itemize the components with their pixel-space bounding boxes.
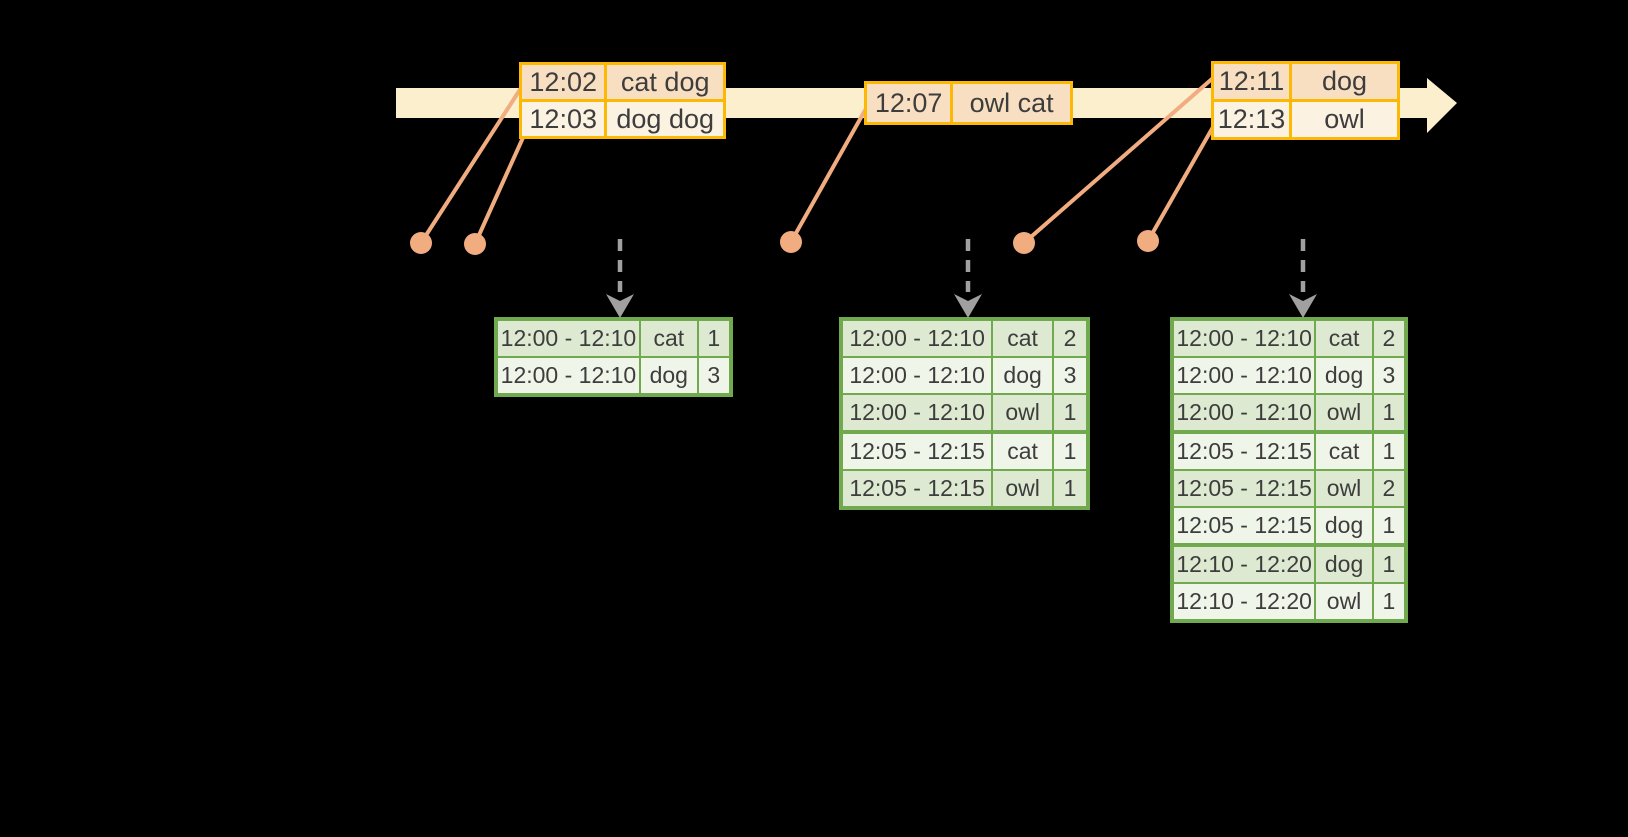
window-cell: 12:10 - 12:20: [1176, 588, 1312, 614]
event-words-cell: dog: [1289, 64, 1397, 99]
event-time-cell: 12:13: [1217, 104, 1286, 134]
trigger-arrowhead-icon: [606, 294, 634, 318]
event-dots: [410, 230, 1159, 255]
word-cell: dog: [1314, 358, 1372, 393]
trigger-arrowhead-icon: [954, 294, 982, 318]
event-time-cell: 12:07: [874, 88, 943, 118]
window-cell: 12:05 - 12:15: [1176, 475, 1312, 501]
word-cell: dog: [991, 358, 1052, 393]
trigger-arrowhead-icon: [1289, 294, 1317, 318]
word-cell: owl: [1314, 471, 1372, 506]
word-cell: owl: [1314, 395, 1372, 430]
event-words-cell: cat dog: [604, 65, 723, 99]
window-cell: 12:05 - 12:15: [1176, 438, 1312, 464]
event-dot: [464, 233, 486, 255]
event-dot: [1137, 230, 1159, 252]
count-cell: 3: [1371, 358, 1404, 393]
count-cell: 1: [1051, 395, 1086, 430]
count-cell: 2: [1371, 471, 1404, 506]
window-cell: 12:05 - 12:15: [1176, 512, 1312, 538]
event-connector-line: [1146, 126, 1215, 242]
count-cell: 1: [1371, 508, 1404, 543]
word-cell: cat: [991, 434, 1052, 469]
word-cell: cat: [991, 321, 1052, 356]
event-words-cell: owl cat: [950, 84, 1070, 122]
count-cell: 1: [1051, 434, 1086, 469]
count-cell: 2: [1371, 321, 1404, 356]
event-time-cell: 12:11: [1218, 66, 1285, 96]
word-cell: owl: [1314, 584, 1372, 619]
event-dot: [780, 231, 802, 253]
count-cell: 2: [1051, 321, 1086, 356]
window-cell: 12:00 - 12:10: [849, 362, 985, 388]
count-cell: 1: [1371, 584, 1404, 619]
window-cell: 12:00 - 12:10: [500, 325, 637, 351]
window-cell: 12:00 - 12:10: [1176, 325, 1312, 351]
window-cell: 12:05 - 12:15: [849, 438, 985, 464]
event-connector-line: [473, 130, 528, 245]
count-cell: 1: [1371, 434, 1404, 469]
word-cell: dog: [638, 358, 697, 393]
count-cell: 1: [1371, 547, 1404, 582]
count-cell: 1: [696, 321, 729, 356]
event-words-cell: dog dog: [604, 102, 723, 136]
event-time-cell: 12:02: [529, 67, 597, 97]
window-cell: 12:05 - 12:15: [849, 475, 985, 501]
event-connector-line: [419, 83, 525, 245]
window-cell: 12:00 - 12:10: [500, 362, 637, 388]
window-cell: 12:00 - 12:10: [1176, 362, 1312, 388]
word-cell: cat: [1314, 321, 1372, 356]
window-cell: 12:10 - 12:20: [1176, 551, 1312, 577]
word-cell: cat: [1314, 434, 1372, 469]
word-cell: dog: [1314, 547, 1372, 582]
event-dot: [1013, 232, 1035, 254]
count-cell: 3: [1051, 358, 1086, 393]
event-connector-line: [789, 104, 870, 243]
event-time-cell: 12:03: [529, 104, 597, 134]
word-cell: dog: [1314, 508, 1372, 543]
word-cell: cat: [638, 321, 697, 356]
count-cell: 1: [1051, 471, 1086, 506]
window-cell: 12:00 - 12:10: [849, 325, 985, 351]
count-cell: 1: [1371, 395, 1404, 430]
window-cell: 12:00 - 12:10: [849, 399, 985, 425]
count-cell: 3: [696, 358, 729, 393]
window-cell: 12:00 - 12:10: [1176, 399, 1312, 425]
event-words-cell: owl: [1289, 102, 1397, 137]
word-cell: owl: [991, 471, 1052, 506]
word-cell: owl: [991, 395, 1052, 430]
event-dot: [410, 232, 432, 254]
